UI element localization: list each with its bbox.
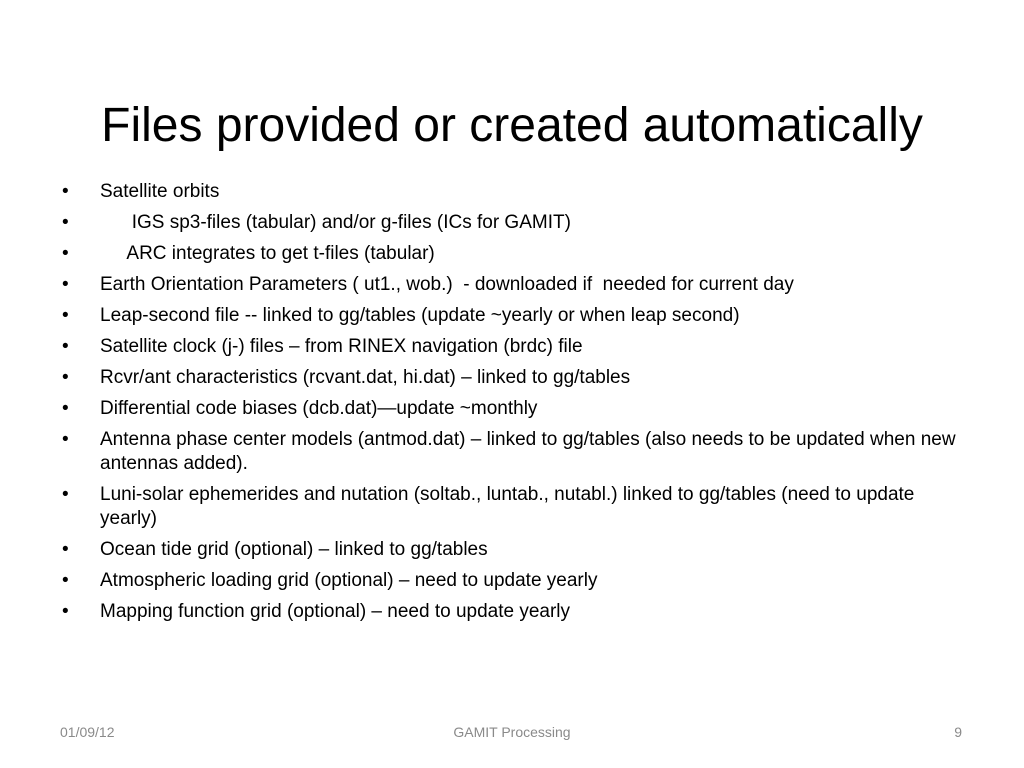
bullet-text: Differential code biases (dcb.dat)—updat… [100,398,538,419]
list-item: • Satellite clock (j-) files – from RINEX… [60,335,970,359]
bullet-icon: • [62,336,69,357]
list-item: • Luni-solar ephemerides and nutation (so… [60,483,970,531]
list-item: • Ocean tide grid (optional) – linked to … [60,538,970,562]
bullet-icon: • [62,243,69,264]
footer-date: 01/09/12 [60,724,115,740]
list-item: • Mapping function grid (optional) – need… [60,600,970,624]
slide-title: Files provided or created automatically [101,99,923,153]
list-item: • Atmospheric loading grid (optional) – n… [60,569,970,593]
bullet-text: Rcvr/ant characteristics (rcvant.dat, hi… [100,367,631,388]
page-number: 9 [954,724,962,740]
bullet-text: Satellite orbits [100,181,220,202]
bullet-text: Antenna phase center models (antmod.dat)… [100,429,961,474]
bullet-text: IGS sp3-files (tabular) and/or g-files (… [100,212,571,233]
list-item: • Satellite orbits [60,180,970,204]
bullet-icon: • [62,601,69,622]
list-item: • Leap-second file -- linked to gg/tables… [60,304,970,328]
footer-title: GAMIT Processing [453,724,571,740]
bullet-text: Mapping function grid (optional) – need … [100,601,571,622]
bullet-text: Ocean tide grid (optional) – linked to g… [100,539,488,560]
list-item: • Rcvr/ant characteristics (rcvant.dat, h… [60,366,970,390]
list-item: • IGS sp3-files (tabular) and/or g-files… [60,211,970,235]
bullet-icon: • [62,305,69,326]
list-item: • Earth Orientation Parameters ( ut1., wo… [60,273,970,297]
bullet-text: Satellite clock (j-) files – from RINEX … [100,336,583,357]
bullet-icon: • [62,429,69,450]
bullet-icon: • [62,181,69,202]
bullet-icon: • [62,570,69,591]
list-item: • Differential code biases (dcb.dat)—upda… [60,397,970,421]
bullet-icon: • [62,539,69,560]
bullet-text: Earth Orientation Parameters ( ut1., wob… [100,274,794,295]
bullet-icon: • [62,274,69,295]
bullet-list: • Satellite orbits • IGS sp3-files (tabul… [60,180,970,631]
list-item: • ARC integrates to get t-files (tabular… [60,242,970,266]
bullet-text: ARC integrates to get t-files (tabular) [100,243,435,264]
bullet-text: Leap-second file -- linked to gg/tables … [100,305,740,326]
bullet-icon: • [62,212,69,233]
bullet-text: Atmospheric loading grid (optional) – ne… [100,570,598,591]
bullet-icon: • [62,484,69,505]
bullet-text: Luni-solar ephemerides and nutation (sol… [100,484,920,529]
bullet-icon: • [62,398,69,419]
list-item: • Antenna phase center models (antmod.dat… [60,428,970,476]
bullet-icon: • [62,367,69,388]
